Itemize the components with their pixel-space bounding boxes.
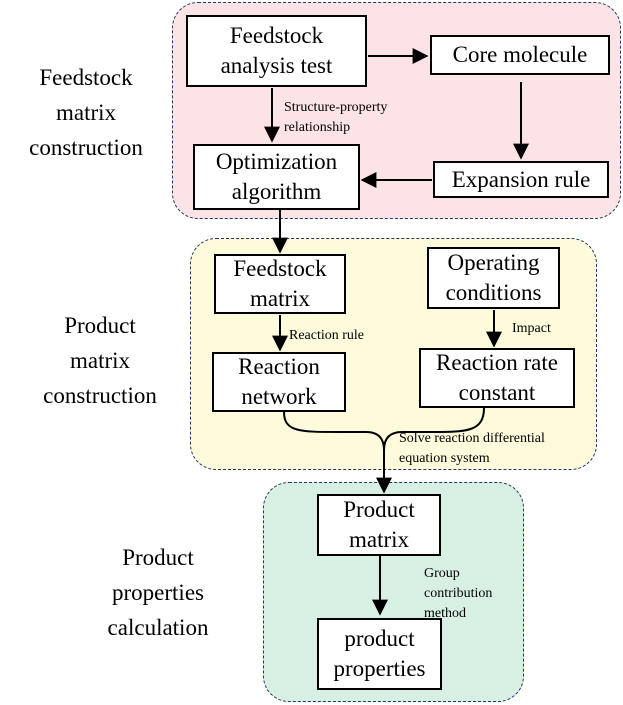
impact-label: Impact	[512, 321, 551, 336]
core-molecule-box: Core molecule	[430, 35, 610, 75]
expansion-rule-box: Expansion rule	[433, 161, 609, 198]
group-contribution-label: Group contribution method	[424, 566, 493, 621]
product-properties-box: product properties	[317, 618, 442, 690]
feedstock-matrix-box: Feedstock matrix	[214, 254, 346, 314]
structure-property-label: Structure-property relationship	[284, 100, 388, 135]
stage-product-label: Product matrix construction	[43, 313, 157, 408]
stage-feedstock-label: Feedstock matrix construction	[29, 65, 143, 160]
product-matrix-box: Product matrix	[317, 494, 441, 556]
stage-properties-label: Product properties calculation	[107, 545, 209, 640]
reaction-network-box: Reaction network	[212, 352, 346, 412]
optimization-algorithm-box: Optimization algorithm	[193, 144, 360, 210]
solve-equation-label: Solve reaction differential equation sys…	[399, 431, 545, 466]
feedstock-analysis-test-box: Feedstock analysis test	[186, 15, 367, 87]
reaction-rule-label: Reaction rule	[289, 328, 365, 343]
reaction-rate-constant-box: Reaction rate constant	[419, 348, 575, 408]
operating-conditions-box: Operating conditions	[427, 247, 560, 309]
